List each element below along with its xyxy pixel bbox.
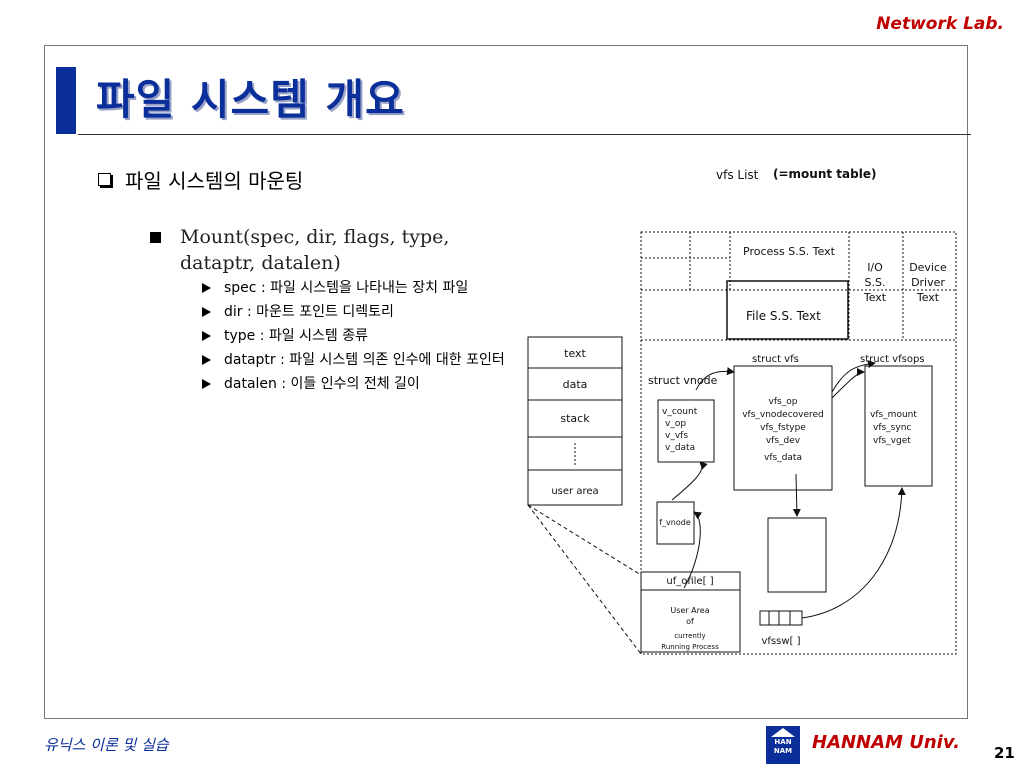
- university-name: HANNAM Univ.: [812, 732, 960, 753]
- vfs-field: vfs_dev: [766, 436, 801, 446]
- memory-data-label: data: [563, 378, 588, 391]
- vnode-field: v_vfs: [665, 431, 688, 441]
- param-text: datalen : 이들 인수의 전체 길이: [224, 376, 420, 392]
- slide-title: 파일 시스템 개요: [96, 75, 405, 124]
- title-divider: [78, 134, 971, 135]
- process-ss-text: Process S.S. Text: [743, 245, 836, 258]
- device-text-line: Driver: [911, 276, 945, 289]
- triangle-bullet-icon: [202, 355, 211, 365]
- param-text: dataptr : 파일 시스템 의존 인수에 대한 포인터: [224, 352, 505, 368]
- device-text-line: Text: [916, 291, 940, 304]
- triangle-bullet-icon: [202, 307, 211, 317]
- f-vnode-box: [656, 501, 695, 545]
- user-area-line: currently: [674, 632, 705, 640]
- section-heading-text: 파일 시스템의 마운팅: [125, 169, 304, 193]
- lab-name: Network Lab.: [876, 14, 1004, 34]
- f-vnode-label: f_vnode: [659, 518, 691, 527]
- vfs-field: vfs_op: [769, 397, 798, 407]
- university-logo-icon: HAN NAM: [766, 726, 800, 764]
- struct-vnode-label: struct vnode: [648, 374, 718, 387]
- device-text-line: Device: [909, 261, 947, 274]
- slide-frame: [44, 45, 968, 719]
- title-accent-bar: [56, 67, 76, 134]
- vfs-field: vfs_data: [764, 453, 802, 463]
- param-text: spec : 파일 시스템을 나타내는 장치 파일: [224, 280, 469, 296]
- vfssw-array: [759, 610, 803, 626]
- square-bullet-icon: [150, 232, 161, 243]
- io-text-line: Text: [863, 291, 887, 304]
- ofile-label: uf_ofile[ ]: [666, 576, 713, 587]
- vfsops-field: vfs_vget: [873, 436, 911, 446]
- user-area-line: Running Process: [661, 643, 719, 651]
- mount-table-note: (=mount table): [773, 167, 876, 181]
- user-area-line: User Area: [670, 606, 709, 615]
- vfsops-field: vfs_sync: [873, 423, 911, 433]
- process-memory-box: [527, 336, 623, 506]
- checkbox-bullet-icon: [98, 173, 111, 186]
- io-text-line: I/O: [867, 261, 883, 274]
- course-title: 유닉스 이론 및 실습: [44, 736, 169, 754]
- triangle-bullet-icon: [202, 283, 211, 293]
- list-item: datalen : 이들 인수의 전체 길이: [200, 375, 510, 393]
- file-ss-text-box: [726, 280, 849, 340]
- ofile-box: [640, 571, 741, 653]
- mount-signature-text: Mount(spec, dir, flags, type, dataptr, d…: [180, 226, 450, 274]
- memory-stack-label: stack: [560, 412, 590, 425]
- list-item: type : 파일 시스템 종류: [200, 327, 510, 345]
- page-number: 21: [994, 744, 1015, 762]
- user-area-line: of: [686, 617, 694, 626]
- triangle-bullet-icon: [202, 331, 211, 341]
- memory-text-label: text: [564, 347, 586, 360]
- section-heading: 파일 시스템의 마운팅: [98, 165, 303, 194]
- param-text: type : 파일 시스템 종류: [224, 328, 368, 344]
- struct-vfsops-label: struct vfsops: [860, 354, 925, 365]
- vfsops-box: [864, 365, 933, 487]
- vfs-list-label: vfs List: [716, 168, 759, 182]
- logo-text: HAN: [774, 738, 792, 746]
- vnode-field: v_data: [665, 443, 695, 453]
- vfs-box: [733, 365, 833, 491]
- file-ss-text: File S.S. Text: [746, 309, 821, 323]
- vnode-box: [657, 399, 715, 463]
- memory-user-area-label: user area: [551, 486, 598, 497]
- mount-signature: Mount(spec, dir, flags, type, dataptr, d…: [150, 224, 505, 276]
- triangle-bullet-icon: [202, 379, 211, 389]
- struct-vfs-label: struct vfs: [752, 354, 799, 365]
- list-item: dir : 마운트 포인트 디렉토리: [200, 303, 510, 321]
- list-item: dataptr : 파일 시스템 의존 인수에 대한 포인터: [200, 351, 510, 369]
- io-text-line: S.S.: [865, 276, 886, 289]
- param-text: dir : 마운트 포인트 디렉토리: [224, 304, 394, 320]
- fs-data-box: [767, 517, 827, 593]
- logo-text: NAM: [773, 747, 793, 755]
- kernel-region: [640, 231, 957, 655]
- vnode-field: v_op: [665, 419, 686, 429]
- vfsops-field: vfs_mount: [870, 410, 917, 420]
- vnode-field: v_count: [662, 407, 698, 417]
- vfs-field: vfs_vnodecovered: [742, 410, 824, 420]
- param-list: spec : 파일 시스템을 나타내는 장치 파일 dir : 마운트 포인트 …: [200, 279, 510, 399]
- vfs-field: vfs_fstype: [760, 423, 806, 433]
- vfssw-label: vfssw[ ]: [761, 636, 800, 647]
- list-item: spec : 파일 시스템을 나타내는 장치 파일: [200, 279, 510, 297]
